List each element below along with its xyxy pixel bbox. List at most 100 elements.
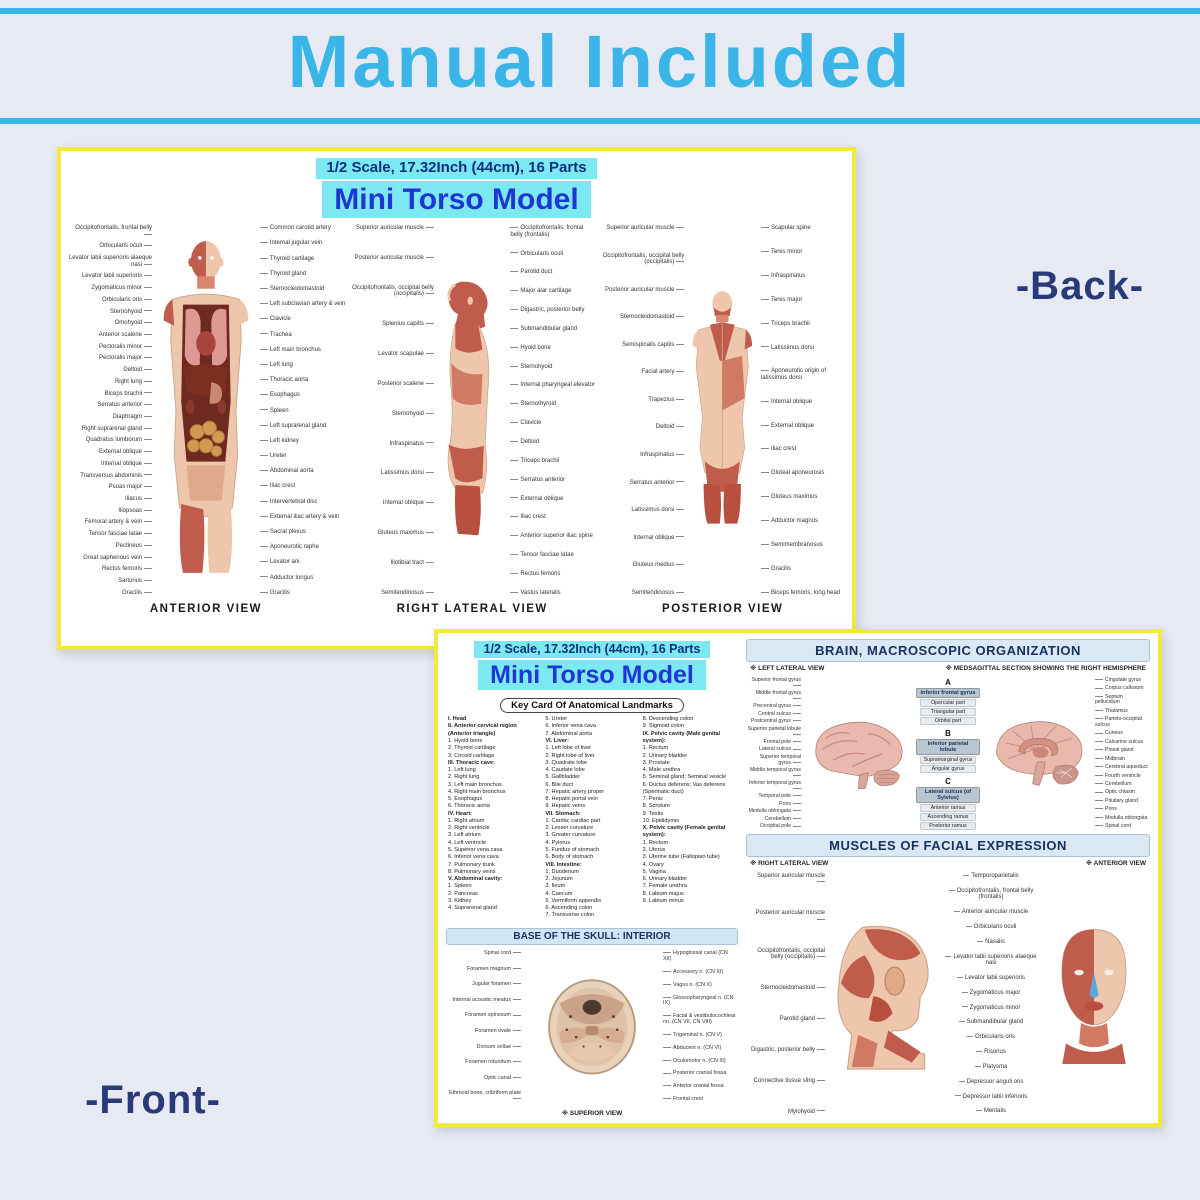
anatomy-label: Adductor magnus	[761, 518, 847, 524]
facial-lateral-caption: ※ RIGHT LATERAL VIEW	[750, 860, 829, 867]
anatomy-label: External iliac artery & vein	[260, 514, 346, 520]
brain-label: Cerebral aqueduct	[1095, 765, 1149, 771]
anatomy-label: Parotid duct	[510, 269, 596, 275]
key-card-entry: 4. Pylorus	[545, 839, 571, 846]
anatomy-label: Iliac crest	[761, 446, 847, 452]
facial-label: Levator labii superioris	[945, 975, 1037, 981]
anatomy-label: Clavicle	[510, 420, 596, 426]
brain-lateral-caption: ※ LEFT LATERAL VIEW	[750, 665, 825, 672]
anatomy-label: Quadratus lumborum	[66, 437, 152, 443]
key-card-entry: 8. Labium majus	[642, 890, 684, 897]
brain-label: Medulla oblongata	[1095, 815, 1149, 822]
anatomy-label: Semimembranosus	[761, 542, 847, 548]
key-card-entry: 7. Hepatic artery proper	[545, 788, 605, 795]
anatomy-label: Occipitofrontalis, frontal belly	[66, 225, 152, 238]
facial-section-title: MUSCLES OF FACIAL EXPRESSION	[746, 834, 1150, 857]
anatomy-label: Posterior auricular muscle	[598, 287, 684, 293]
key-card-entry: IX. Pelvic cavity (Male genital system):	[642, 730, 721, 744]
anatomy-label: Sternocleidomastoid	[260, 286, 346, 292]
key-card-entry: 2. Uterus	[642, 846, 666, 853]
back-side-label: -Back-	[1015, 264, 1145, 308]
anatomy-label: Left main bronchus	[260, 347, 346, 353]
facial-label: Occipitofrontalis, frontal belly (fronta…	[945, 888, 1037, 901]
skull-label: Internal acoustic meatus	[447, 997, 521, 1004]
anatomy-label: Spleen	[260, 408, 346, 414]
legend-title-b: Inferior parietal lobule	[916, 738, 980, 755]
poster-front-right-column: BRAIN, MACROSCOPIC ORGANIZATION ※ LEFT L…	[742, 633, 1158, 1123]
key-card-entry: 5. Fundus of stomach	[545, 846, 600, 853]
skull-label: Vagus n. (CN X)	[663, 982, 737, 989]
anatomy-label: Teres minor	[761, 249, 847, 255]
key-card-entry: 5. Seminal gland; Seminal vesicle	[642, 774, 727, 781]
top-divider-line	[0, 8, 1200, 14]
anatomy-label: Sternohyoid	[510, 364, 596, 370]
key-card-entry: 2. Urinary bladder	[642, 752, 688, 759]
anatomy-label: Levator labii superioris alaeque nasi	[66, 255, 152, 268]
facial-label: Risorius	[945, 1049, 1037, 1055]
key-card-entry: 7. Transverse colon	[545, 912, 595, 919]
skull-label: Frontal crest	[663, 1096, 737, 1103]
facial-label: Zygomaticus minor	[945, 1005, 1037, 1011]
anatomy-label: Pectoralis major	[66, 355, 152, 361]
facial-label: Orbicularis oculi	[945, 924, 1037, 930]
anatomy-label: Left lung	[260, 362, 346, 368]
legend-key-c: C	[945, 776, 951, 786]
anatomy-label: Tensor fasciae latae	[510, 552, 596, 558]
key-card-entry: 5. Esophagus	[448, 796, 483, 803]
anatomy-label: Iliac crest	[260, 483, 346, 489]
anatomy-label: External oblique	[761, 423, 847, 429]
anatomy-label: Thoracic aorta	[260, 377, 346, 383]
anatomy-label: Gluteus medius	[598, 562, 684, 568]
anatomy-label: Biceps femoris, long head	[761, 590, 847, 596]
anatomy-label: Gluteus maximus	[348, 530, 434, 536]
key-card-entry: 3. Ileum	[545, 883, 566, 890]
anatomy-label: Anterior superior iliac spine	[510, 533, 596, 539]
skull-label: Posterior cranial fossa	[663, 1071, 737, 1077]
anatomy-label: Infraspinatus	[598, 452, 684, 458]
legend-entry: Ascending ramus	[920, 812, 976, 821]
key-card-entry: 6. Urinary bladder	[642, 876, 688, 883]
brain-label: Postcentral gyrus	[747, 719, 801, 725]
anatomy-label: Triceps brachii	[510, 458, 596, 464]
key-card-entry: 1. Rectum	[642, 839, 669, 846]
anatomy-label: Aponeurotic raphe	[260, 544, 346, 550]
anatomy-label: Rectus femoris	[510, 571, 596, 577]
brain-lateral-illustration	[815, 721, 903, 789]
brain-sagittal-caption: ※ MEDSAGITTAL SECTION SHOWING THE RIGHT …	[945, 665, 1146, 672]
key-card-entry: 3. Prostate	[642, 759, 670, 766]
brain-label: Thalamus	[1095, 708, 1149, 715]
anatomy-label: Iliopsoas	[66, 508, 152, 514]
anatomy-label: Sternohyoid	[66, 309, 152, 315]
anatomy-label: Gracilis	[66, 590, 152, 596]
brain-label: Pons	[1095, 807, 1149, 813]
legend-entry: Posterior ramus	[920, 821, 976, 830]
anatomy-label: Gracilis	[260, 590, 346, 596]
anatomy-label: Anterior scalene	[66, 332, 152, 338]
poster-back-title: Mini Torso Model	[322, 180, 591, 219]
anatomy-label: Occipitofrontalis, occipital belly (occi…	[348, 285, 434, 298]
key-card-entry: 2. Right lung	[448, 774, 480, 781]
anterior-torso-figure	[153, 221, 259, 600]
page-title: Manual Included	[287, 20, 913, 103]
anatomy-label: Posterior scalene	[348, 381, 434, 387]
facial-label: Connective tissue sling	[747, 1078, 825, 1084]
key-card-entry: VIII. Intestine:	[545, 861, 582, 868]
lateral-view-caption: RIGHT LATERAL VIEW	[396, 603, 548, 616]
key-card-entry: 8. Descending colon	[642, 716, 694, 723]
posterior-torso-figure	[685, 221, 760, 600]
anatomy-label: Thyroid cartilage	[260, 256, 346, 262]
key-card-entry: 2. Pancreas	[448, 890, 478, 897]
skull-label: Foramen rotundum	[447, 1059, 521, 1066]
facial-lateral-head-figure	[826, 869, 944, 1119]
brain-section-title: BRAIN, MACROSCOPIC ORGANIZATION	[746, 639, 1150, 662]
facial-label: Sternocleidomastoid	[747, 985, 825, 991]
legend-block-b: B Inferior parietal lobule Supramarginal…	[912, 729, 984, 774]
key-card-entry: 9. Hepatic veins	[545, 803, 586, 810]
